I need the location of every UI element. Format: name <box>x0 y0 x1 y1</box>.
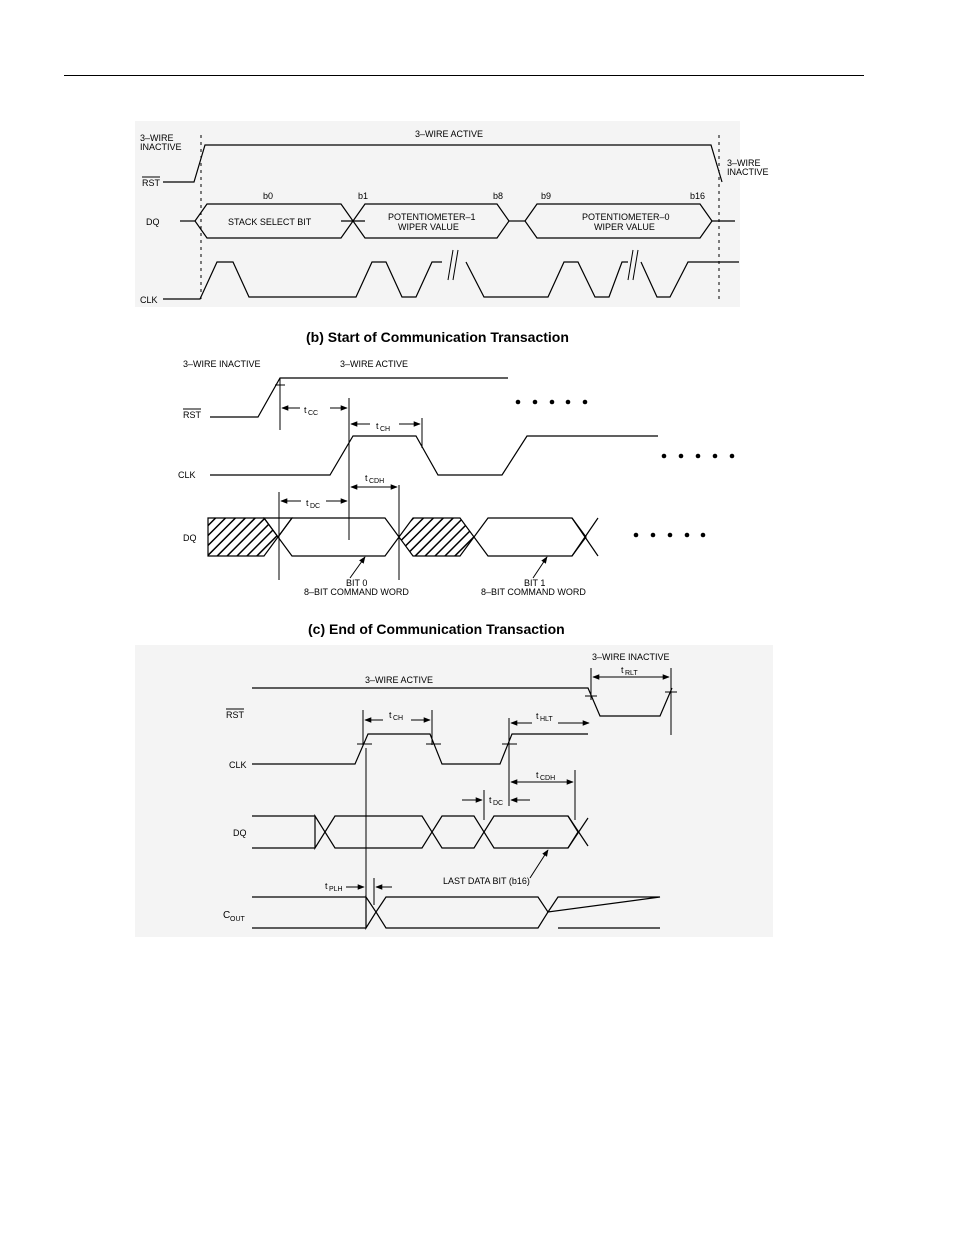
field-pot1-line1: POTENTIOMETER–1 <box>388 212 476 222</box>
bit1-label-1: BIT 1 <box>524 578 545 588</box>
last-bit-label: LAST DATA BIT (b16) <box>443 876 530 886</box>
t-dc-label: t <box>306 498 309 508</box>
wire-inactive-left-label-1: 3–WIRE <box>140 133 174 143</box>
clk-label: CLK <box>229 760 247 770</box>
bit0-label-1: BIT 0 <box>346 578 367 588</box>
dq-waveform <box>180 203 735 239</box>
bit1-label-2: 8–BIT COMMAND WORD <box>481 587 586 597</box>
t-rlt-label: t <box>621 665 624 675</box>
clk-break-1 <box>447 249 459 281</box>
clk-waveform <box>210 435 658 476</box>
t-ch-sub: CH <box>380 426 390 433</box>
dq-waveform <box>207 517 599 557</box>
rst-waveform <box>252 687 673 717</box>
last-bit-pointer <box>529 849 549 879</box>
dq-waveform <box>252 813 589 851</box>
rst-label: RST <box>142 178 161 188</box>
panel-b-title: (b) Start of Communication Transaction <box>306 329 569 345</box>
panel-a: 3–WIRE INACTIVE 3–WIRE ACTIVE 3–WIRE INA… <box>135 121 769 307</box>
t-cc-dimension <box>275 378 350 540</box>
dq-label: DQ <box>233 828 247 838</box>
clk-break-2 <box>627 249 639 281</box>
rst-label: RST <box>183 410 202 420</box>
panel-a-background <box>135 121 740 307</box>
wire-active-label: 3–WIRE ACTIVE <box>415 129 483 139</box>
rst-waveform <box>163 144 723 183</box>
t-ch-label: t <box>376 421 379 431</box>
clk-continuation-dots <box>661 453 735 459</box>
field-pot0-line1: POTENTIOMETER–0 <box>582 212 670 222</box>
bit1-pointer <box>532 556 548 579</box>
t-cdh-dimension <box>510 770 576 820</box>
t-hlt-dimension <box>508 718 590 806</box>
clk-waveform-3 <box>640 261 739 298</box>
t-hlt-sub: HLT <box>540 716 553 723</box>
t-dc-sub: DC <box>493 800 503 807</box>
t-rlt-dimension <box>585 668 677 735</box>
wire-active-label: 3–WIRE ACTIVE <box>340 359 408 369</box>
field-stack-select: STACK SELECT BIT <box>228 217 312 227</box>
dq-label: DQ <box>183 533 197 543</box>
t-dc-dimension <box>462 790 530 820</box>
t-cdh-sub: CDH <box>540 775 555 782</box>
bit0-pointer <box>349 556 366 579</box>
wire-inactive-label: 3–WIRE INACTIVE <box>592 652 670 662</box>
t-cdh-dimension <box>350 484 400 580</box>
t-ch-sub: CH <box>393 715 403 722</box>
clk-label: CLK <box>140 295 158 305</box>
bit-b9-label: b9 <box>541 191 551 201</box>
panel-c: (c) End of Communication Transaction 3–W… <box>135 621 773 937</box>
wire-inactive-label: 3–WIRE INACTIVE <box>183 359 261 369</box>
wire-inactive-right-label-1: 3–WIRE <box>727 158 761 168</box>
panel-b: (b) Start of Communication Transaction 3… <box>178 329 735 597</box>
t-cdh-label: t <box>365 473 368 483</box>
t-ch-dimension <box>350 418 423 448</box>
wire-inactive-right-label-2: INACTIVE <box>727 167 769 177</box>
cout-sub: OUT <box>230 916 246 923</box>
bit-b0-label: b0 <box>263 191 273 201</box>
clk-waveform <box>252 733 588 765</box>
t-rlt-sub: RLT <box>625 670 638 677</box>
clk-waveform <box>163 261 442 300</box>
t-cc-sub: CC <box>308 410 318 417</box>
t-cdh-sub: CDH <box>369 478 384 485</box>
bit-b1-label: b1 <box>358 191 368 201</box>
clk-label: CLK <box>178 470 196 480</box>
t-plh-sub: PLH <box>329 886 343 893</box>
t-ch-label: t <box>389 710 392 720</box>
clk-waveform-2 <box>465 261 628 298</box>
dq-continuation-dots <box>633 532 706 538</box>
t-cc-label: t <box>304 405 307 415</box>
panel-c-background <box>135 645 773 937</box>
t-plh-label: t <box>325 881 328 891</box>
bit-b8-label: b8 <box>493 191 503 201</box>
t-cdh-label: t <box>536 770 539 780</box>
t-plh-dimension <box>346 748 392 905</box>
cout-waveform <box>252 895 661 931</box>
rst-continuation-dots <box>515 399 588 405</box>
cout-label: C <box>223 910 230 921</box>
wire-active-label: 3–WIRE ACTIVE <box>365 675 433 685</box>
t-hlt-label: t <box>536 711 539 721</box>
bit0-label-2: 8–BIT COMMAND WORD <box>304 587 409 597</box>
field-pot0-line2: WIPER VALUE <box>594 222 655 232</box>
dq-label: DQ <box>146 217 160 227</box>
t-dc-label: t <box>489 795 492 805</box>
t-dc-sub: DC <box>310 503 320 510</box>
top-rule <box>64 75 864 76</box>
rst-label: RST <box>226 710 245 720</box>
panel-c-title: (c) End of Communication Transaction <box>308 621 565 637</box>
bit-b16-label: b16 <box>690 191 705 201</box>
rst-waveform <box>210 377 508 418</box>
wire-inactive-left-label-2: INACTIVE <box>140 142 182 152</box>
field-pot1-line2: WIPER VALUE <box>398 222 459 232</box>
